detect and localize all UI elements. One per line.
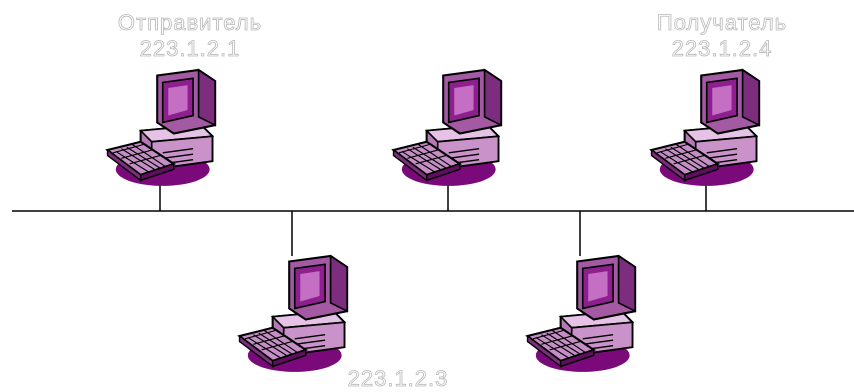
desktop-computer-icon	[526, 254, 637, 373]
node-1-label: Отправитель 223.1.2.1	[70, 10, 310, 62]
node-3-label: Получатель 223.1.2.4	[602, 10, 842, 62]
node-3-ip: 223.1.2.4	[671, 36, 773, 62]
desktop-computer-icon	[106, 68, 217, 187]
node-4-ip: 223.1.2.3	[347, 366, 449, 392]
node-1-role: Отправитель	[117, 10, 263, 36]
node-1-ip: 223.1.2.1	[139, 36, 241, 62]
desktop-computer-icon	[650, 68, 761, 187]
desktop-computer-icon	[392, 68, 503, 187]
desktop-computer-icon	[238, 254, 349, 373]
node-4-label: 223.1.2.3	[278, 366, 518, 392]
node-3-role: Получатель	[656, 10, 788, 36]
